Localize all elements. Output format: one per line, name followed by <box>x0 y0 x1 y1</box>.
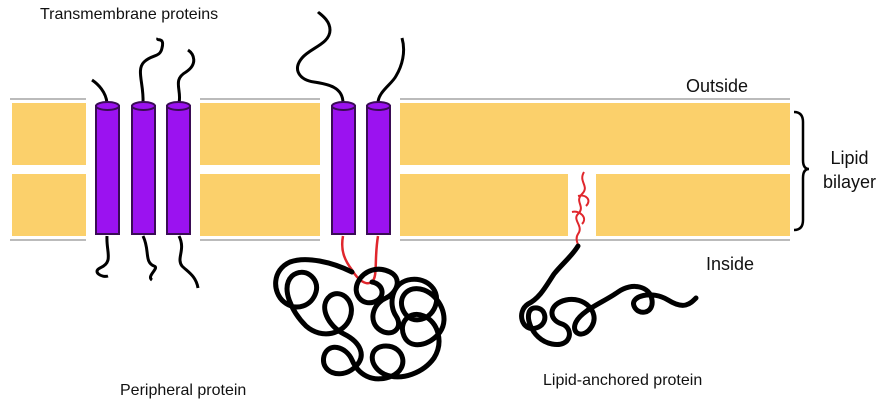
extracellular-loop <box>178 50 193 103</box>
outer-leaflet-segment <box>12 103 86 165</box>
outside-label: Outside <box>686 76 748 97</box>
helix-top <box>132 102 155 110</box>
intracellular-tail <box>97 236 108 276</box>
inside-label: Inside <box>706 254 754 275</box>
inner-leaflet-segment <box>596 174 790 236</box>
transmembrane-proteins-label: Transmembrane proteins <box>40 6 218 24</box>
alpha-helix <box>332 106 355 234</box>
helix-top <box>167 102 190 110</box>
peripheral-protein-coil <box>276 260 444 379</box>
alpha-helix <box>132 106 155 234</box>
extracellular-loop <box>298 12 343 103</box>
inner-leaflet-segment <box>400 174 568 236</box>
bilayer-bracket <box>794 112 809 230</box>
alpha-helix <box>167 106 190 234</box>
alpha-helix <box>367 106 390 234</box>
inner-leaflet-segment <box>200 174 320 236</box>
helix-top <box>332 102 355 110</box>
helix-top <box>367 102 390 110</box>
intracellular-tail <box>143 236 156 280</box>
extracellular-loop <box>140 38 162 103</box>
lipid-bilayer-label-line1: Lipid <box>823 146 876 170</box>
lipid-anchored-protein-label: Lipid-anchored protein <box>543 372 702 390</box>
helix-top <box>96 102 119 110</box>
transmembrane-protein-left <box>92 38 198 288</box>
lipid-anchor <box>576 172 585 248</box>
peripheral-protein-label: Peripheral protein <box>120 382 246 400</box>
alpha-helix <box>96 106 119 234</box>
lipid-bilayer-label: Lipid bilayer <box>823 146 876 194</box>
lipid-bilayer <box>12 103 790 236</box>
extracellular-loop <box>378 38 404 103</box>
outer-leaflet-segment <box>400 103 790 165</box>
inner-leaflet-segment <box>12 174 86 236</box>
intracellular-tail <box>179 236 198 288</box>
outer-leaflet-segment <box>200 103 320 165</box>
extracellular-loop <box>92 80 107 103</box>
anchored-protein-coil <box>522 246 696 345</box>
lipid-bilayer-label-line2: bilayer <box>823 170 876 194</box>
